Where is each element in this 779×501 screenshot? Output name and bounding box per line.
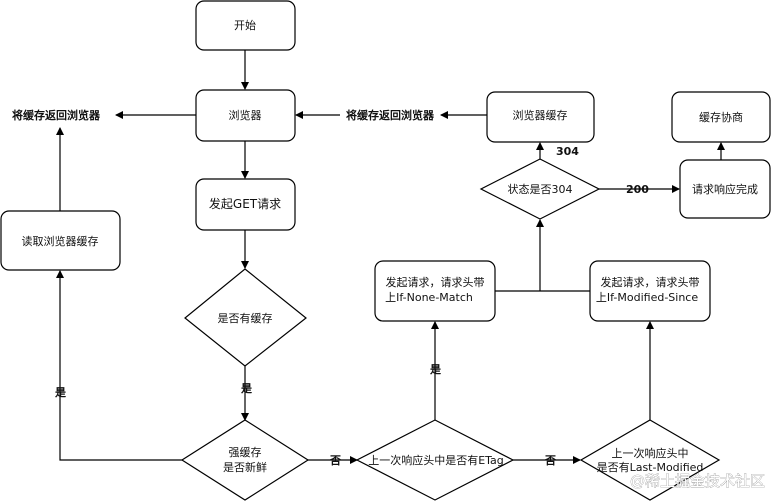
browser-node	[195, 89, 296, 142]
code-200-label: 200	[626, 183, 649, 196]
etag-label: 上一次响应头中是否有ETag	[368, 453, 504, 467]
get-request-label: 发起GET请求	[209, 196, 281, 211]
fresh-label-line2: 是否新鲜	[223, 460, 267, 474]
browser-label: 浏览器	[229, 108, 262, 122]
response-done-node	[679, 159, 771, 219]
get-request-node	[195, 178, 296, 231]
browser-cache-label: 浏览器缓存	[513, 108, 568, 122]
status-304-decision	[479, 158, 601, 220]
read-cache-node	[0, 210, 121, 271]
if-none-match-label-line1: 发起请求，请求头带	[386, 275, 485, 289]
return-left-label: 将缓存返回浏览器	[12, 108, 101, 122]
if-modified-since-label-line2: 上If-Modified-Since	[596, 291, 698, 304]
last-modified-label-line1: 上一次响应头中	[612, 446, 689, 460]
fresh-label-line1: 强缓存	[229, 445, 262, 459]
no-fresh-label: 否	[329, 454, 341, 467]
code-304-label: 304	[556, 145, 579, 158]
start-node	[195, 0, 296, 51]
last-modified-label-line2: 是否有Last-Modified	[597, 460, 704, 474]
fresh-decision	[180, 419, 310, 501]
start-label: 开始	[234, 18, 256, 32]
edge-fresh-to-read-cache	[56, 270, 182, 461]
read-cache-label: 读取浏览器缓存	[22, 234, 99, 248]
response-done-label: 请求响应完成	[692, 182, 758, 196]
if-none-match-node	[374, 260, 496, 322]
if-modified-since-node	[589, 260, 711, 322]
watermark-text: @稀土掘金技术社区	[630, 472, 765, 490]
last-modified-decision	[579, 419, 721, 501]
if-modified-since-label-line1: 发起请求，请求头带	[601, 275, 700, 289]
etag-decision	[355, 419, 515, 501]
yes-has-cache-label: 是	[240, 382, 253, 395]
has-cache-decision	[184, 268, 307, 367]
cache-negotiation-label: 缓存协商	[699, 110, 743, 124]
yes-etag-label: 是	[429, 363, 442, 376]
status-304-label: 状态是否304	[508, 182, 573, 196]
no-etag-label: 否	[544, 454, 556, 467]
yes-fresh-label: 是	[54, 386, 67, 399]
browser-cache-node	[486, 91, 595, 143]
return-right-label: 将缓存返回浏览器	[346, 108, 435, 122]
if-none-match-label-line2: 上If-None-Match	[385, 291, 473, 304]
has-cache-label: 是否有缓存	[218, 311, 273, 325]
cache-negotiation-node	[671, 91, 771, 143]
